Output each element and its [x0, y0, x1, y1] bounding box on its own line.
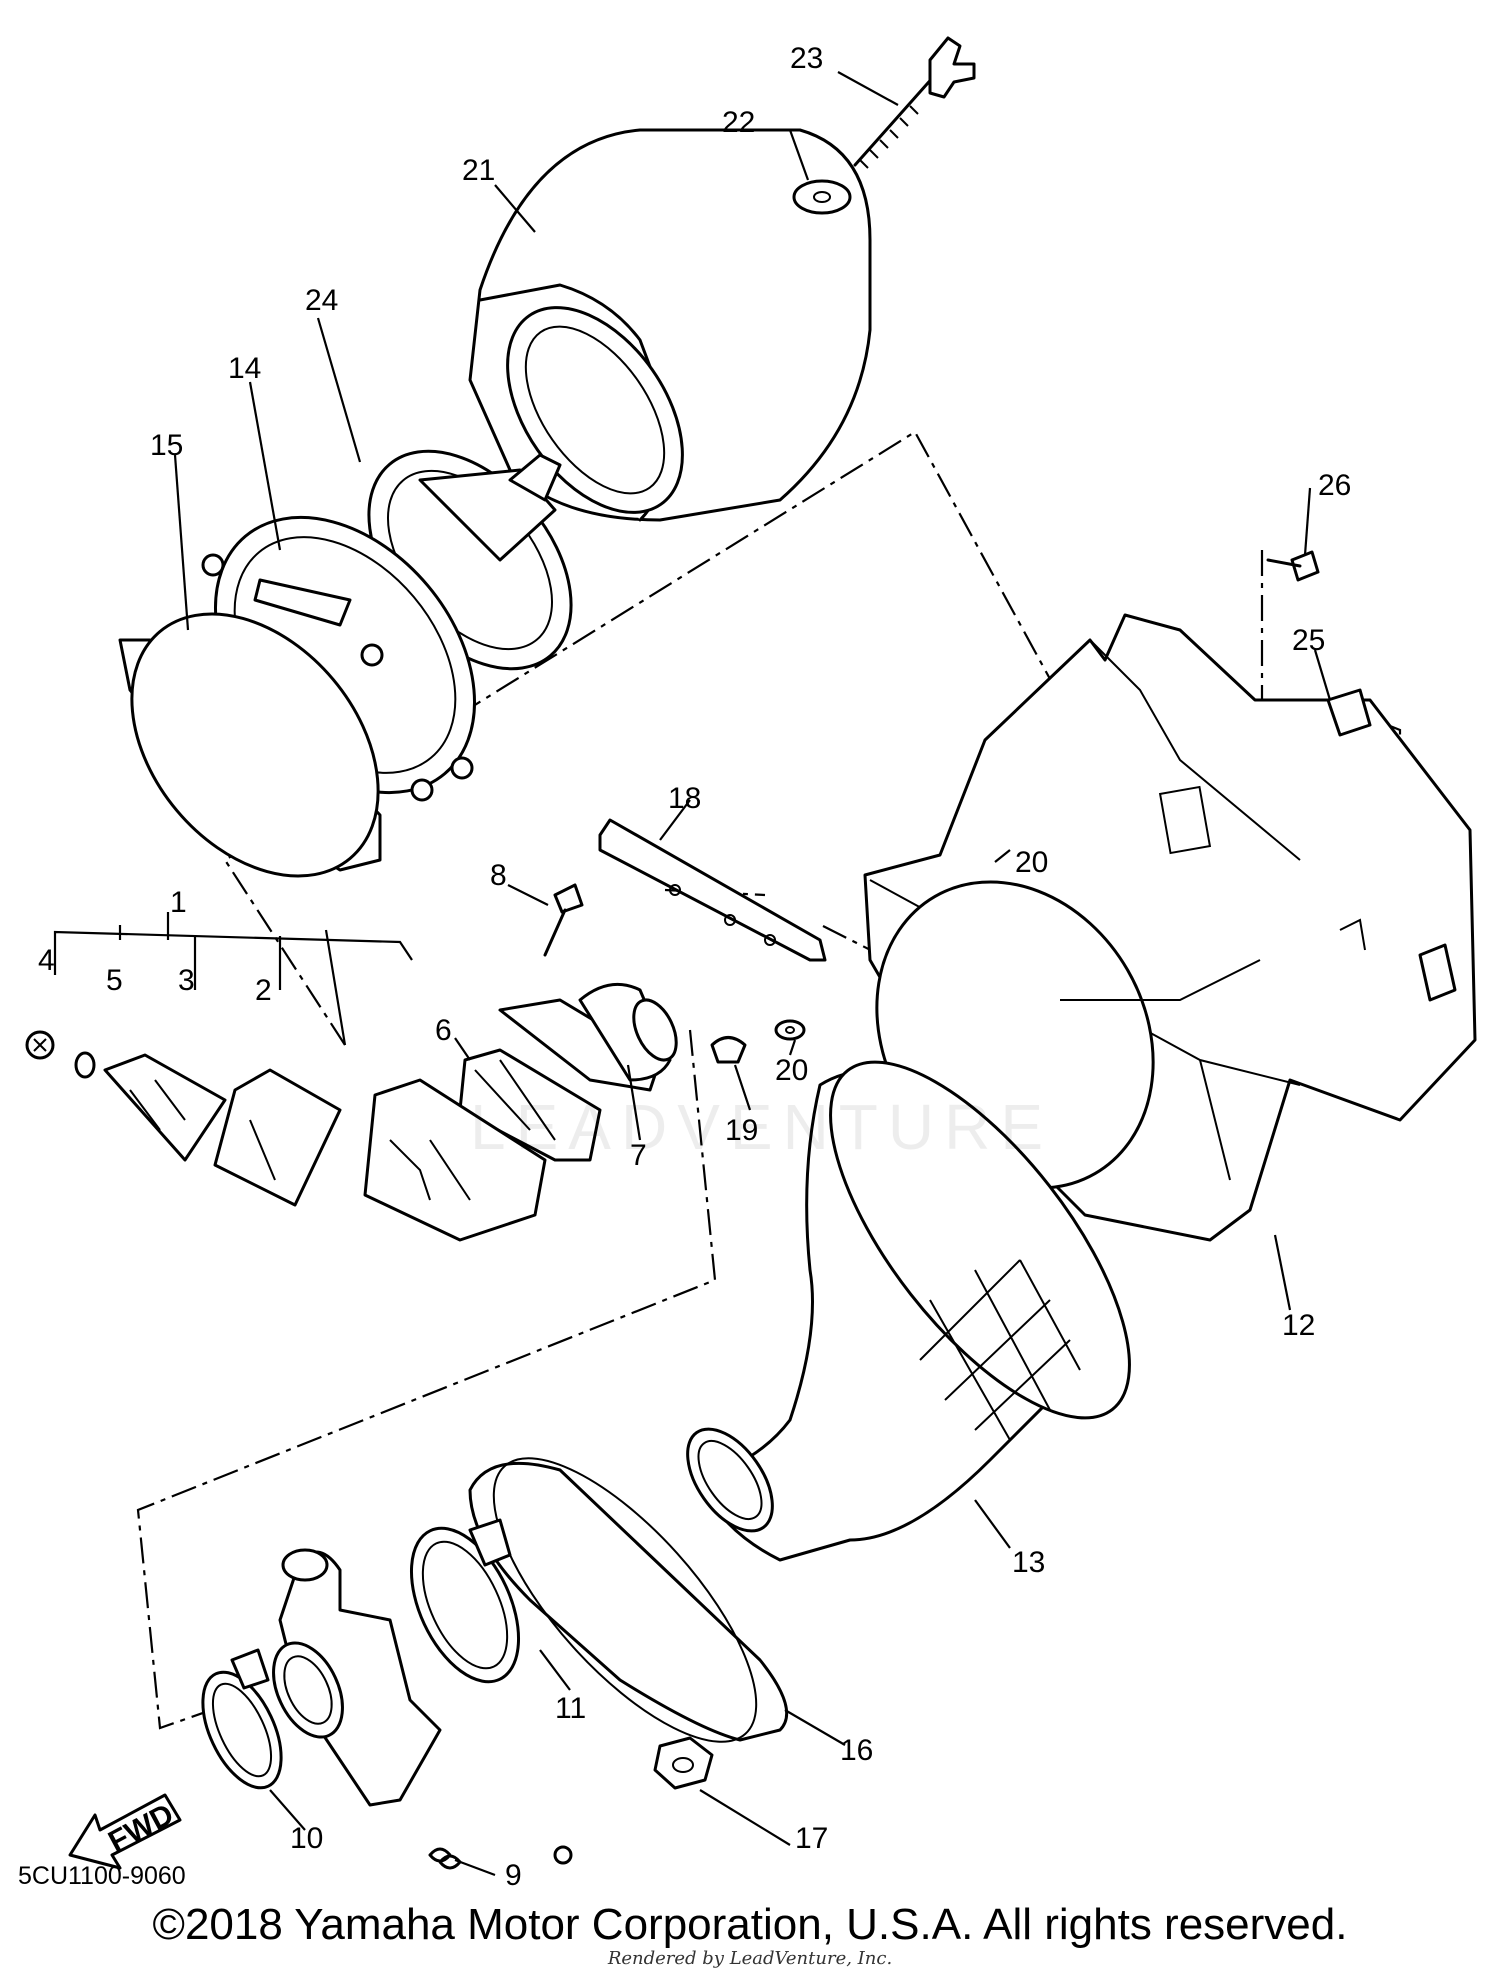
gasket [118, 612, 382, 878]
callout-4: 4 [38, 944, 55, 977]
callout-9: 9 [505, 1859, 522, 1892]
callout-5: 5 [106, 964, 123, 997]
nut [653, 1736, 714, 1790]
callout-16: 16 [840, 1734, 873, 1767]
callout-1: 1 [170, 886, 187, 919]
callout-18: 18 [668, 782, 701, 815]
reed-valve-parts [25, 1030, 547, 1242]
callout-14: 14 [228, 352, 261, 385]
plate [598, 818, 827, 962]
callout-8: 8 [490, 859, 507, 892]
callout-7: 7 [630, 1139, 647, 1172]
callout-12: 12 [1282, 1309, 1315, 1342]
watermark: LEADVENTURE [470, 1091, 1053, 1163]
callout-24: 24 [305, 284, 338, 317]
callout-11: 11 [555, 1692, 586, 1725]
intake-duct [686, 1060, 1131, 1562]
duct-gasket [468, 1457, 789, 1743]
intake-joint-group [458, 883, 678, 1162]
callout-22: 22 [722, 106, 755, 139]
diagram-code: 5CU1100-9060 [18, 1862, 186, 1890]
callout-23: 23 [790, 42, 823, 75]
callout-13: 13 [1012, 1546, 1045, 1579]
callout-2: 2 [255, 974, 272, 1007]
clamp-11 [409, 1518, 521, 1684]
callout-10: 10 [290, 1822, 323, 1855]
clip-and-bolt [1266, 550, 1372, 737]
callout-26: 26 [1318, 469, 1351, 502]
clamp-10 [201, 1648, 283, 1790]
air-box [863, 613, 1477, 1242]
callout-numbers: 1 2 3 4 5 6 7 8 9 10 11 12 13 14 15 16 1… [38, 42, 1351, 1892]
callout-21: 21 [462, 154, 495, 187]
callout-6: 6 [435, 1014, 452, 1047]
copyright-notice: ©2018 Yamaha Motor Corporation, U.S.A. A… [152, 1900, 1348, 1949]
fwd-arrow: FWD [68, 1793, 182, 1870]
clip-9 [428, 1845, 573, 1870]
callout-17: 17 [795, 1822, 828, 1855]
washer-and-bolt [792, 36, 976, 215]
air-filter-element [468, 128, 872, 522]
callout-3: 3 [178, 964, 195, 997]
callout-19: 19 [725, 1114, 758, 1147]
carburetor [272, 1548, 442, 1807]
callout-20-second: 20 [775, 1054, 808, 1087]
callout-25: 25 [1292, 624, 1325, 657]
callout-20: 20 [1015, 846, 1048, 879]
rendered-by-credit: Rendered by LeadVenture, Inc. [607, 1948, 893, 1969]
leader-lines [53, 71, 1332, 1877]
callout-15: 15 [150, 429, 183, 462]
